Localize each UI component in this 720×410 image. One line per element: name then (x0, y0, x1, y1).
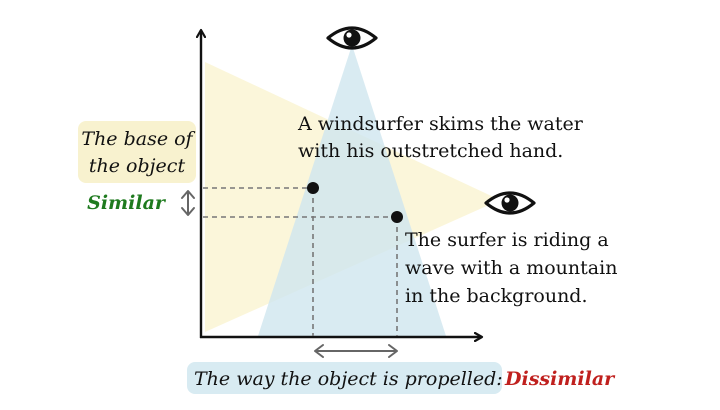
upper-caption-line-1: A windsurfer skims the water (297, 113, 584, 135)
horizontal-difference-arrow (314, 344, 398, 358)
dissimilar-verdict: Dissimilar (504, 368, 616, 390)
horizontal-axis-label: The way the object is propelled: (194, 368, 503, 390)
vertical-axis-label-background (78, 121, 196, 183)
lower-caption-line-3: in the background. (405, 285, 588, 307)
vertical-axis-label-line-1: The base of (81, 128, 195, 150)
top-view-cone (258, 45, 446, 336)
similar-verdict: Similar (87, 192, 167, 214)
dashed-guides (203, 187, 398, 336)
lower-caption-line-2: wave with a mountain (405, 257, 617, 279)
eye-icon (484, 191, 536, 215)
lower-caption-point (391, 211, 403, 223)
horizontal-axis-label-background (187, 362, 502, 394)
vertical-axis-label-line-2: the object (89, 155, 186, 177)
upper-caption-point (307, 182, 319, 194)
lower-caption-line-1: The surfer is riding a (405, 229, 609, 251)
upper-caption-line-2: with his outstretched hand. (298, 140, 563, 162)
eye-icon (326, 26, 378, 50)
vertical-difference-arrow (181, 190, 195, 216)
